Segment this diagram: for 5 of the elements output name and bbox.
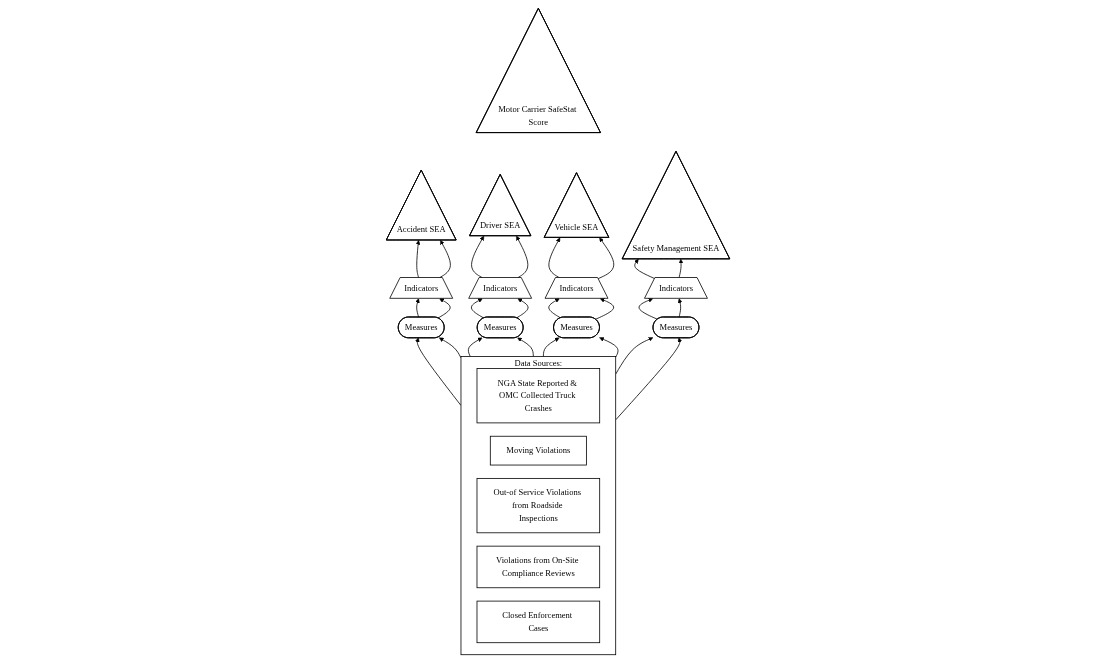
node-box: Moving Violations (489, 435, 587, 466)
node-box: Closed Enforcement Cases (476, 600, 601, 644)
node-box: Out-of Service Violations from Roadside Inspections (476, 478, 601, 534)
node-box: NGA State Reported & OMC Collected Truck Crashes (476, 368, 601, 424)
node-box: Violations from On-Site Compliance Reviews (476, 545, 601, 589)
